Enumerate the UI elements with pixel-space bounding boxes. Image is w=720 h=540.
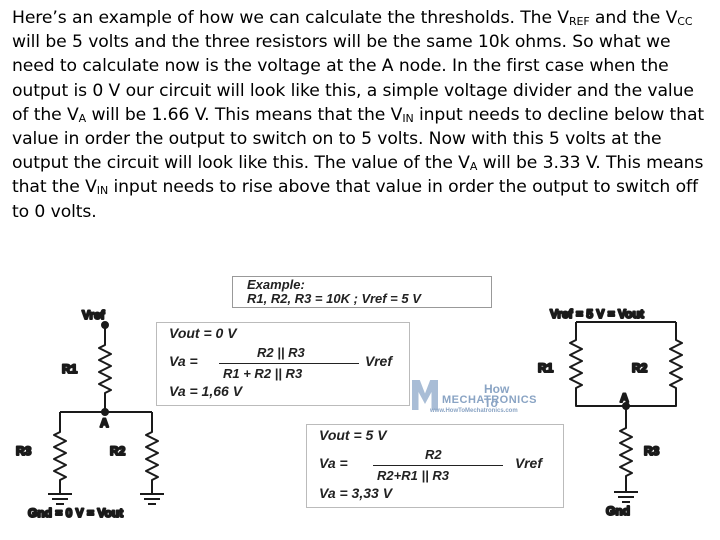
right-r3-resistor <box>619 406 633 492</box>
case1-vref: Vref <box>365 353 392 369</box>
case1-va-label: Va = <box>169 353 198 369</box>
left-circuit: Vref R1 A R3 R2 Gnd = 0 V = Vout <box>15 307 164 521</box>
example-values: R1, R2, R3 = 10K ; Vref = 5 V <box>247 291 421 306</box>
case1-denominator: R1 + R2 || R3 <box>223 366 303 381</box>
left-ground-symbol-1 <box>48 493 72 505</box>
right-circuit: Vref = 5 V = Vout R1 R2 A R3 Gnd <box>537 306 683 519</box>
intro-text-run: will be 5 volts and the three resistors … <box>12 32 694 125</box>
watermark-line2: MECHATRONICS <box>442 394 538 406</box>
left-r2-label: R2 <box>110 444 126 458</box>
intro-subscript: IN <box>96 184 109 198</box>
right-r1-label: R1 <box>538 361 554 375</box>
circuit-diagrams: Vref R1 A R3 R2 Gnd = 0 V = Vout Vref = … <box>15 306 683 521</box>
case2-denominator: R2+R1 || R3 <box>377 468 449 483</box>
left-r3-label: R3 <box>16 444 32 458</box>
case1-fraction-bar <box>219 363 359 364</box>
intro-text-run: and the V <box>589 8 678 28</box>
left-ground-symbol-2 <box>140 493 164 505</box>
right-r2-label: R2 <box>632 361 648 375</box>
right-vref-label: Vref = 5 V = Vout <box>550 307 644 321</box>
case1-numerator: R2 || R3 <box>257 345 305 360</box>
left-r1-label: R1 <box>62 362 78 376</box>
left-node-a-dot <box>101 408 109 416</box>
left-r2-resistor <box>145 412 159 494</box>
left-vref-label: Vref <box>82 308 106 322</box>
case2-vout-line: Vout = 5 V <box>319 427 387 443</box>
right-r3-label: R3 <box>644 444 660 458</box>
right-ground-symbol <box>614 491 638 503</box>
case2-va-label: Va = <box>319 455 348 471</box>
right-gnd-label: Gnd <box>606 504 630 518</box>
watermark-line3: www.HowToMechatronics.com <box>430 408 518 414</box>
example-title: Example: <box>247 277 305 292</box>
case2-fraction-bar <box>373 465 503 466</box>
intro-subscript: CC <box>677 15 693 28</box>
left-node-a-label: A <box>100 416 109 430</box>
left-r1-resistor <box>98 325 112 412</box>
case2-result: Va = 3,33 V <box>319 485 393 501</box>
left-gnd-label: Gnd = 0 V = Vout <box>28 506 123 520</box>
case1-result: Va = 1,66 V <box>169 383 243 399</box>
intro-text-run: will be 3.33 V. This means that the V <box>12 153 704 198</box>
watermark-line1: How To <box>484 382 510 410</box>
left-r3-resistor <box>53 412 67 494</box>
example-box: Example: R1, R2, R3 = 10K ; Vref = 5 V <box>232 276 492 308</box>
case2-numerator: R2 <box>425 447 442 462</box>
right-node-a-label: A <box>620 391 629 405</box>
intro-subscript: IN <box>402 111 414 125</box>
intro-paragraph: Here’s an example of how we can calculat… <box>12 6 712 224</box>
case2-vref: Vref <box>515 455 542 471</box>
intro-subscript: A <box>469 160 478 174</box>
intro-text-run: will be 1.66 V. This means that the V <box>86 104 403 125</box>
intro-text-run: Here’s an example of how we can calculat… <box>12 8 569 28</box>
intro-text-run: input needs to decline below that value … <box>12 104 705 174</box>
intro-text-run: input needs to rise above that value in … <box>12 177 698 222</box>
case1-vout-line: Vout = 0 V <box>169 325 237 341</box>
intro-subscript: REF <box>568 15 590 28</box>
case2-formula-box: Vout = 5 V Va = R2 R2+R1 || R3 Vref Va =… <box>306 424 564 508</box>
intro-subscript: A <box>78 111 87 125</box>
case1-formula-box: Vout = 0 V Va = R2 || R3 R1 + R2 || R3 V… <box>156 322 410 406</box>
